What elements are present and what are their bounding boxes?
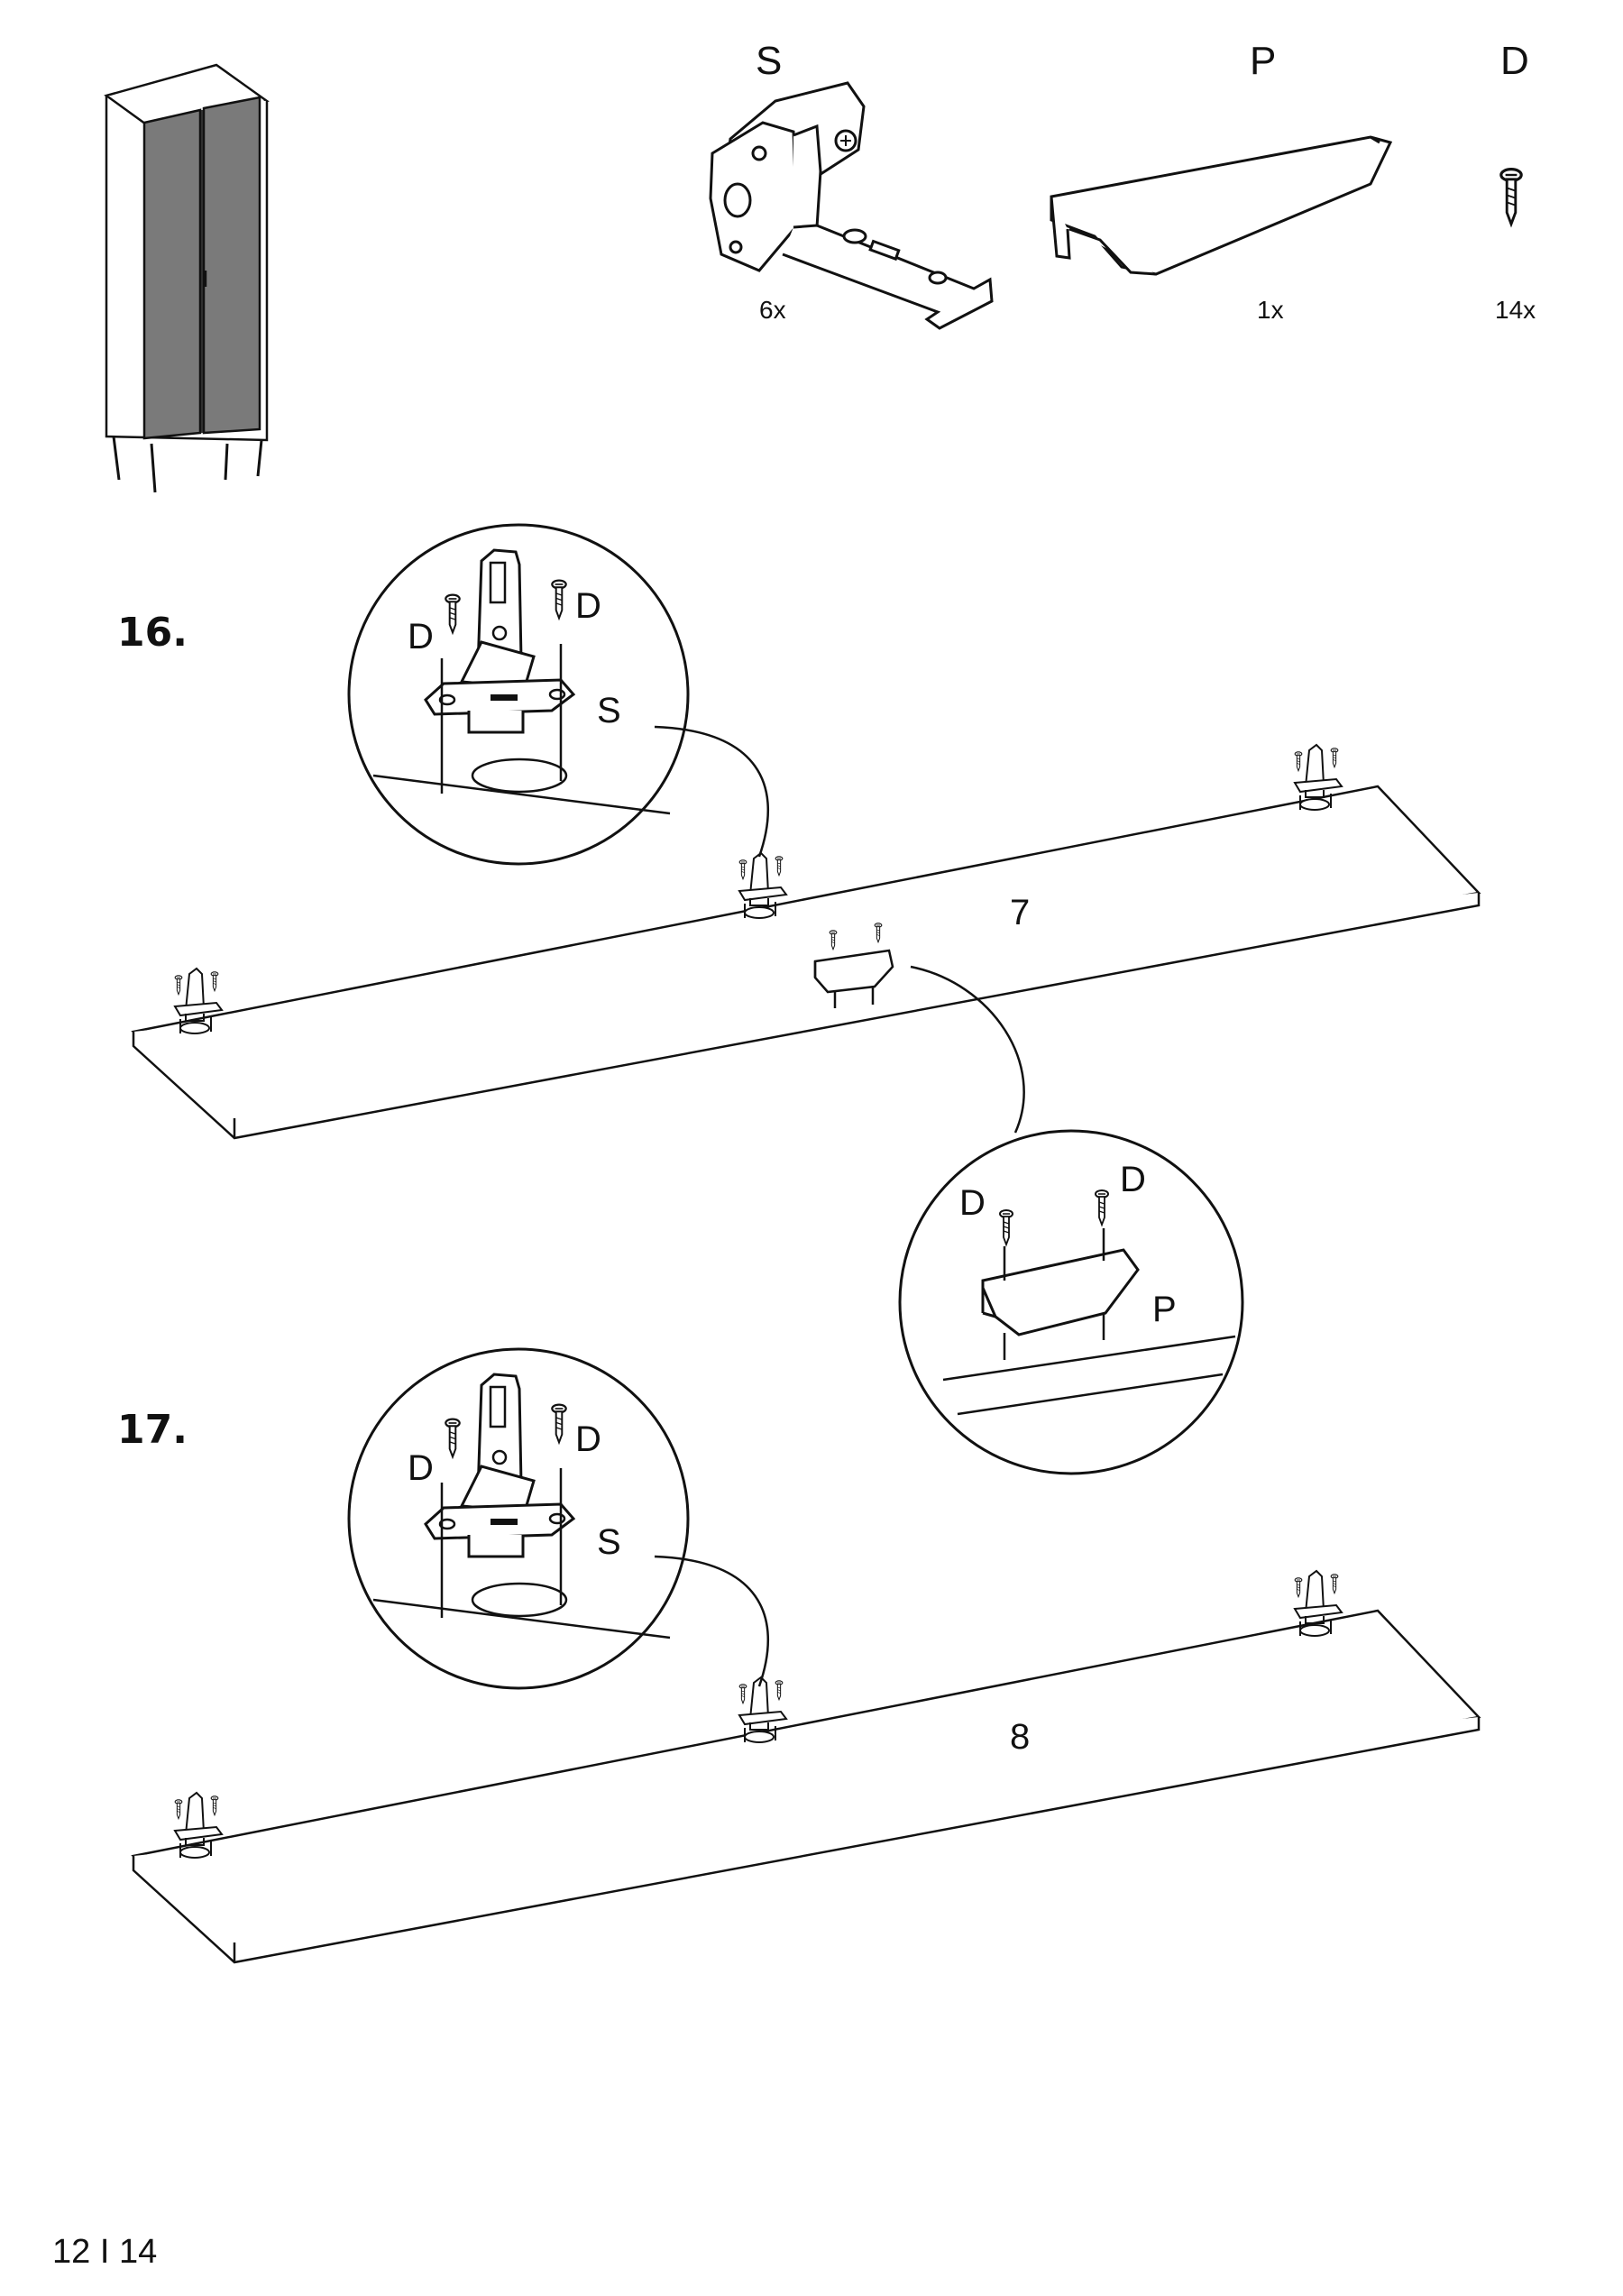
- part-d-letter: D: [1500, 39, 1529, 83]
- panel-7-number: 7: [1010, 893, 1031, 932]
- callout-16-bracket-screw-right: D: [1120, 1160, 1146, 1199]
- hinge-bracket-icon: [709, 81, 994, 330]
- support-bracket-icon: [1050, 135, 1393, 276]
- callout-16-bracket: [898, 965, 1244, 1475]
- callout-16-hinge-screw-right: D: [575, 586, 601, 626]
- step-17-number: 17.: [117, 1407, 188, 1453]
- bracket-on-panel-7: [813, 923, 894, 1008]
- callout-16-hinge-screw-left: D: [408, 617, 434, 657]
- callout-16-bracket-screw-left: D: [959, 1183, 986, 1223]
- panel-8-number: 8: [1010, 1717, 1031, 1757]
- callout-17-hinge-screw-left: D: [408, 1448, 434, 1488]
- page-number: 12 I 14: [52, 2233, 158, 2271]
- callout-16-bracket-part: P: [1152, 1290, 1177, 1329]
- step-16-number: 16.: [117, 610, 188, 656]
- part-d-qty: 14x: [1495, 296, 1536, 324]
- screw-icon: [1499, 168, 1523, 225]
- panel-7: [131, 785, 1481, 1140]
- part-p-qty: 1x: [1257, 296, 1284, 324]
- callout-17-hinge-part: S: [597, 1522, 621, 1562]
- panel-8: [131, 1609, 1481, 1964]
- wardrobe-illustration: [104, 63, 270, 493]
- part-s-qty: 6x: [759, 296, 786, 324]
- part-s-letter: S: [756, 39, 783, 83]
- callout-17-hinge: [347, 1347, 770, 1690]
- callout-16-hinge: [347, 523, 770, 866]
- callout-17-hinge-screw-right: D: [575, 1419, 601, 1459]
- callout-16-hinge-part: S: [597, 691, 621, 730]
- part-p-letter: P: [1250, 39, 1277, 83]
